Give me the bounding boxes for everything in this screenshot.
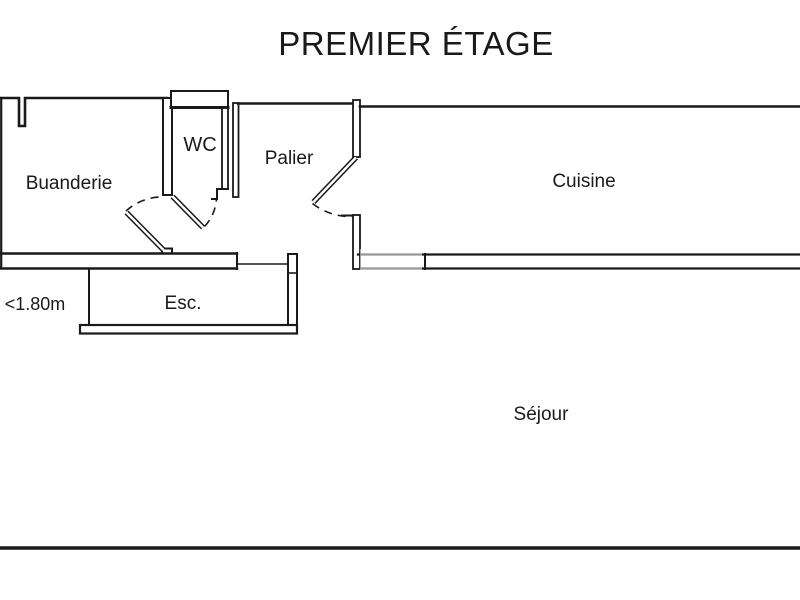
wall-buanderie-top	[0, 96, 169, 128]
wall-wc-top-band	[170, 90, 229, 109]
door-swing-buanderie-arc	[125, 196, 165, 212]
room-label-esc: Esc.	[165, 293, 202, 314]
door-leaf-cuisine-core	[312, 156, 357, 203]
doors	[124, 155, 358, 252]
wall-wc-jamb-step	[211, 188, 229, 200]
wall-wc-right	[221, 107, 229, 190]
wall-esc-right	[287, 253, 298, 326]
wall-cuisine-left-lower	[352, 214, 361, 270]
watermark-faded-patch	[360, 249, 422, 274]
room-label-buanderie: Buanderie	[26, 173, 113, 194]
room-label-wc: WC	[183, 134, 216, 156]
wall-esc-bottom	[78, 323, 299, 335]
floor-title: PREMIER ÉTAGE	[278, 25, 553, 62]
room-label-sejour: Séjour	[514, 404, 570, 425]
door-swing-wc-arc	[203, 198, 218, 228]
wall-buanderie-wc	[162, 97, 173, 196]
door-leaf-buanderie-core	[125, 211, 165, 251]
door-leaf-wc-core	[171, 195, 204, 229]
wall-palier-left	[232, 102, 240, 198]
room-label-palier: Palier	[265, 148, 314, 169]
door-swing-cuisine-arc	[312, 202, 353, 218]
annotation-height-limit: <1.80m	[5, 294, 66, 314]
room-label-cuisine: Cuisine	[552, 171, 615, 192]
wall-cuisine-left-upper	[352, 99, 361, 158]
